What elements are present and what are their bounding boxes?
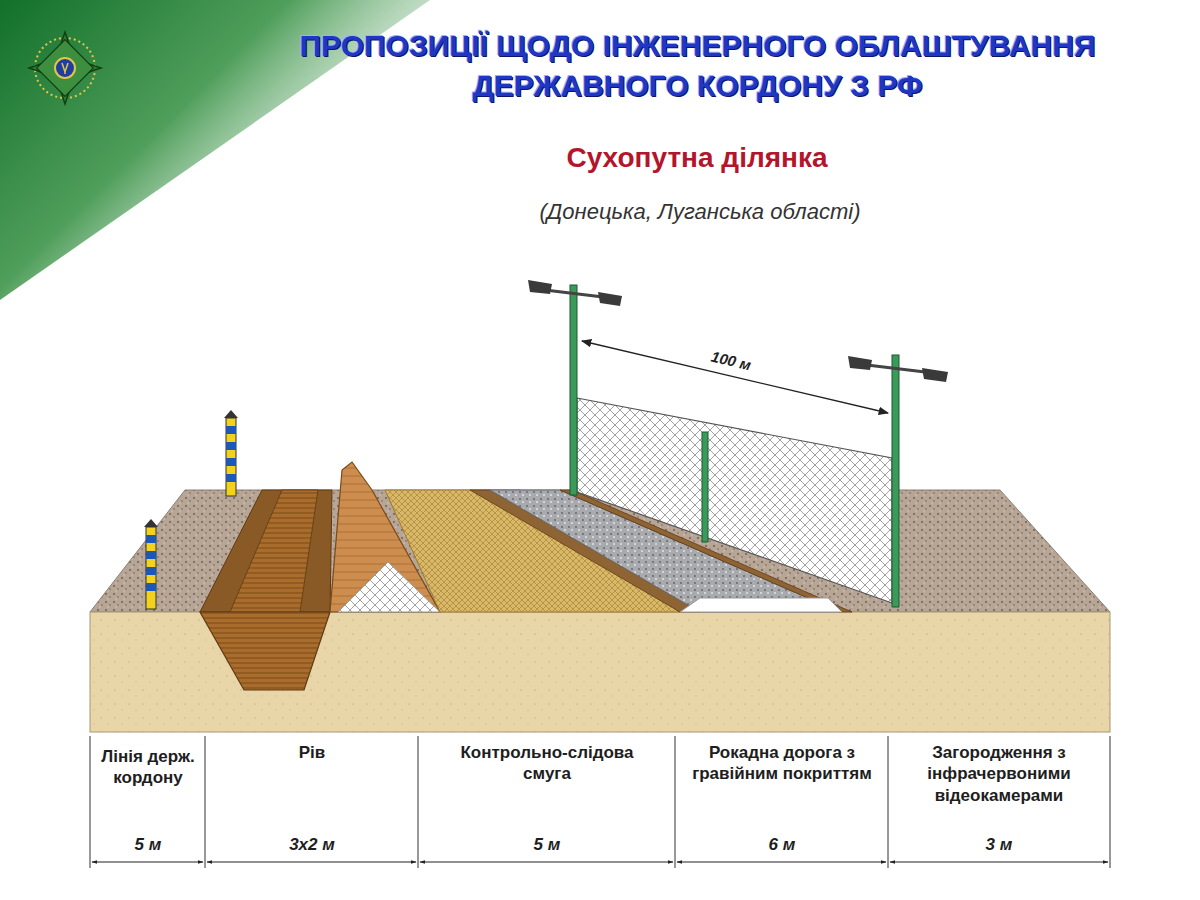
dimension-line [92, 862, 203, 863]
lamp-camera [848, 356, 948, 382]
dimension-line [420, 862, 673, 863]
post-stripe [146, 583, 156, 591]
column-header: Лінія держ. кордону [98, 746, 198, 789]
slide-title: ПРОПОЗИЦІЇ ЩОДО ІНЖЕНЕРНОГО ОБЛАШТУВАННЯ… [205, 26, 1190, 105]
width-value: 5 м [98, 834, 198, 855]
post-stripe [146, 551, 156, 559]
dimension-line [677, 862, 886, 863]
post-stripe [146, 567, 156, 575]
emblem-cross [29, 32, 101, 104]
post-stripe [146, 535, 156, 543]
post-stripe [226, 474, 236, 482]
lamp-head [848, 356, 872, 370]
column-header: Контрольно-слідова смуга [460, 742, 635, 785]
label-patch: 100 м [707, 347, 756, 374]
post-cap [224, 410, 238, 418]
border-post [224, 410, 238, 496]
ground-surface [90, 490, 1110, 612]
lamp-head [922, 368, 948, 382]
ditch-bottom [230, 490, 318, 612]
border-post [144, 519, 158, 609]
post-body [146, 527, 156, 609]
fence-post [892, 355, 899, 607]
column-divider [418, 736, 419, 868]
dimension-line [207, 862, 416, 863]
fence-post [702, 432, 708, 542]
width-dimension [92, 862, 1108, 863]
dimension-line [890, 862, 1108, 863]
fence-post [570, 285, 577, 495]
emblem [29, 32, 101, 104]
ditch-section [200, 612, 330, 690]
lamp-arm [545, 290, 603, 297]
post-stripe [226, 458, 236, 466]
lamp-head [528, 280, 552, 294]
fence-mesh [577, 398, 892, 603]
post-stripe [226, 426, 236, 434]
column-header: Рокадна дорога з гравійним покриттям [685, 742, 880, 785]
lamp-camera [528, 280, 622, 306]
dimension-line [582, 341, 888, 413]
column-header: Загородження з інфрачервоними відеокамер… [893, 742, 1105, 806]
post-stripe [226, 442, 236, 450]
width-value: 6 м [685, 834, 880, 855]
post-cap [144, 519, 158, 527]
lamp-head [598, 292, 622, 306]
emblem-rays [35, 38, 95, 98]
emblem-center [55, 58, 75, 78]
region-note: (Донецька, Луганська області) [440, 198, 960, 226]
ground-front [90, 612, 1110, 732]
emblem-trident [62, 63, 68, 74]
table-grid [90, 736, 1110, 868]
column-divider [1110, 736, 1111, 868]
width-value: 3х2 м [217, 834, 407, 855]
column-divider [888, 736, 889, 868]
column-divider [675, 736, 676, 868]
lamp-arm [867, 365, 925, 372]
post-body [226, 418, 236, 496]
column-header: Рів [217, 742, 407, 763]
ditch-top [200, 490, 332, 612]
emblem-cross [37, 40, 94, 97]
dimension-label: 100 м [685, 342, 777, 381]
subtitle: Сухопутна ділянка [437, 140, 957, 175]
width-value: 5 м [432, 834, 662, 855]
column-divider [90, 736, 91, 868]
column-divider [205, 736, 206, 868]
width-value: 3 м [893, 834, 1105, 855]
road-base [680, 598, 842, 612]
